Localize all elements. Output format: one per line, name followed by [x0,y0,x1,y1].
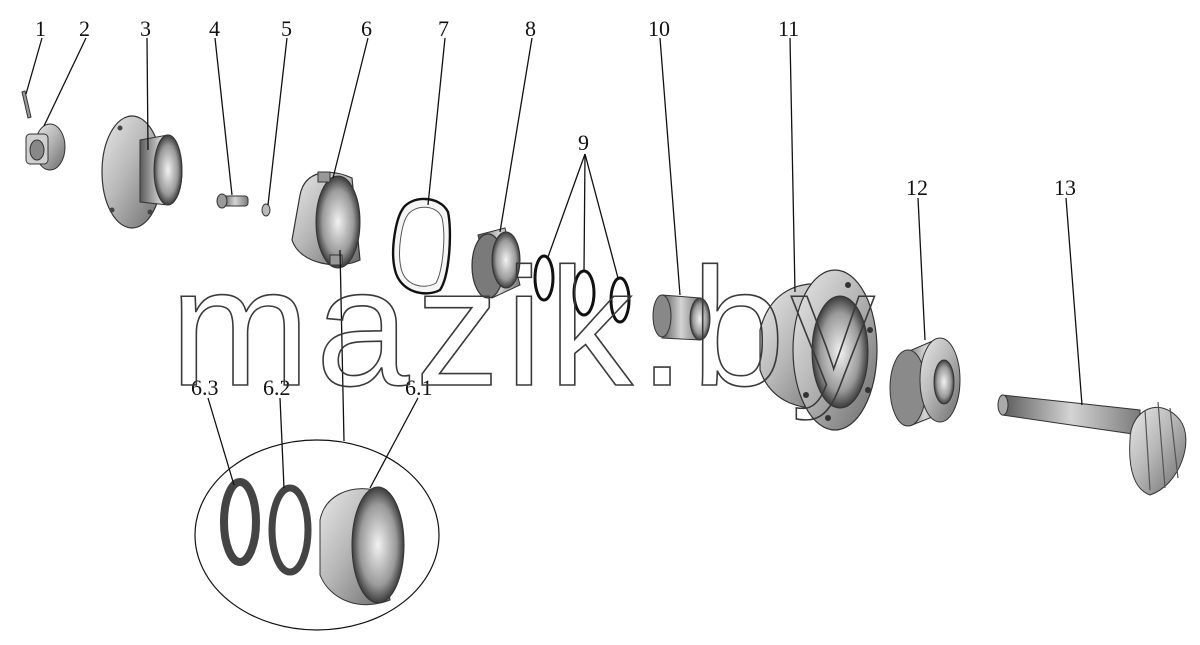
part-6-bearing-housing [291,171,361,269]
label-4: 4 [209,16,220,41]
label-3: 3 [140,16,151,41]
label-12: 12 [906,175,928,200]
part-13-pinion-shaft [997,394,1187,496]
label-9: 9 [578,130,589,155]
part-8-bearing [471,227,521,299]
part-12-tapered-bearing [889,337,961,427]
part-2-castle-nut [25,123,66,171]
label-6-1: 6.1 [405,375,433,400]
label-2: 2 [79,16,90,41]
part-7-gasket [391,197,452,295]
part-number-labels: 1 2 3 4 5 6 7 8 9 10 11 12 13 6.3 6.2 6.… [35,16,1076,400]
label-10: 10 [648,16,670,41]
part-1-cotter-pin [21,90,32,119]
part-3-flange [101,115,183,229]
detail-callout-ellipse [194,249,440,631]
part-5-washer [261,203,271,217]
part-4-bolt [216,193,249,209]
label-5: 5 [281,16,292,41]
label-6-3: 6.3 [191,375,219,400]
label-8: 8 [525,16,536,41]
label-7: 7 [438,16,449,41]
leader-lines [25,37,1083,489]
label-13: 13 [1054,175,1076,200]
label-6-2: 6.2 [263,375,291,400]
label-6: 6 [361,16,372,41]
label-11: 11 [778,16,799,41]
part-11-housing [759,269,878,431]
label-1: 1 [35,16,46,41]
watermark-text: mazik.by [170,233,881,421]
part-10-bushing [652,294,711,341]
